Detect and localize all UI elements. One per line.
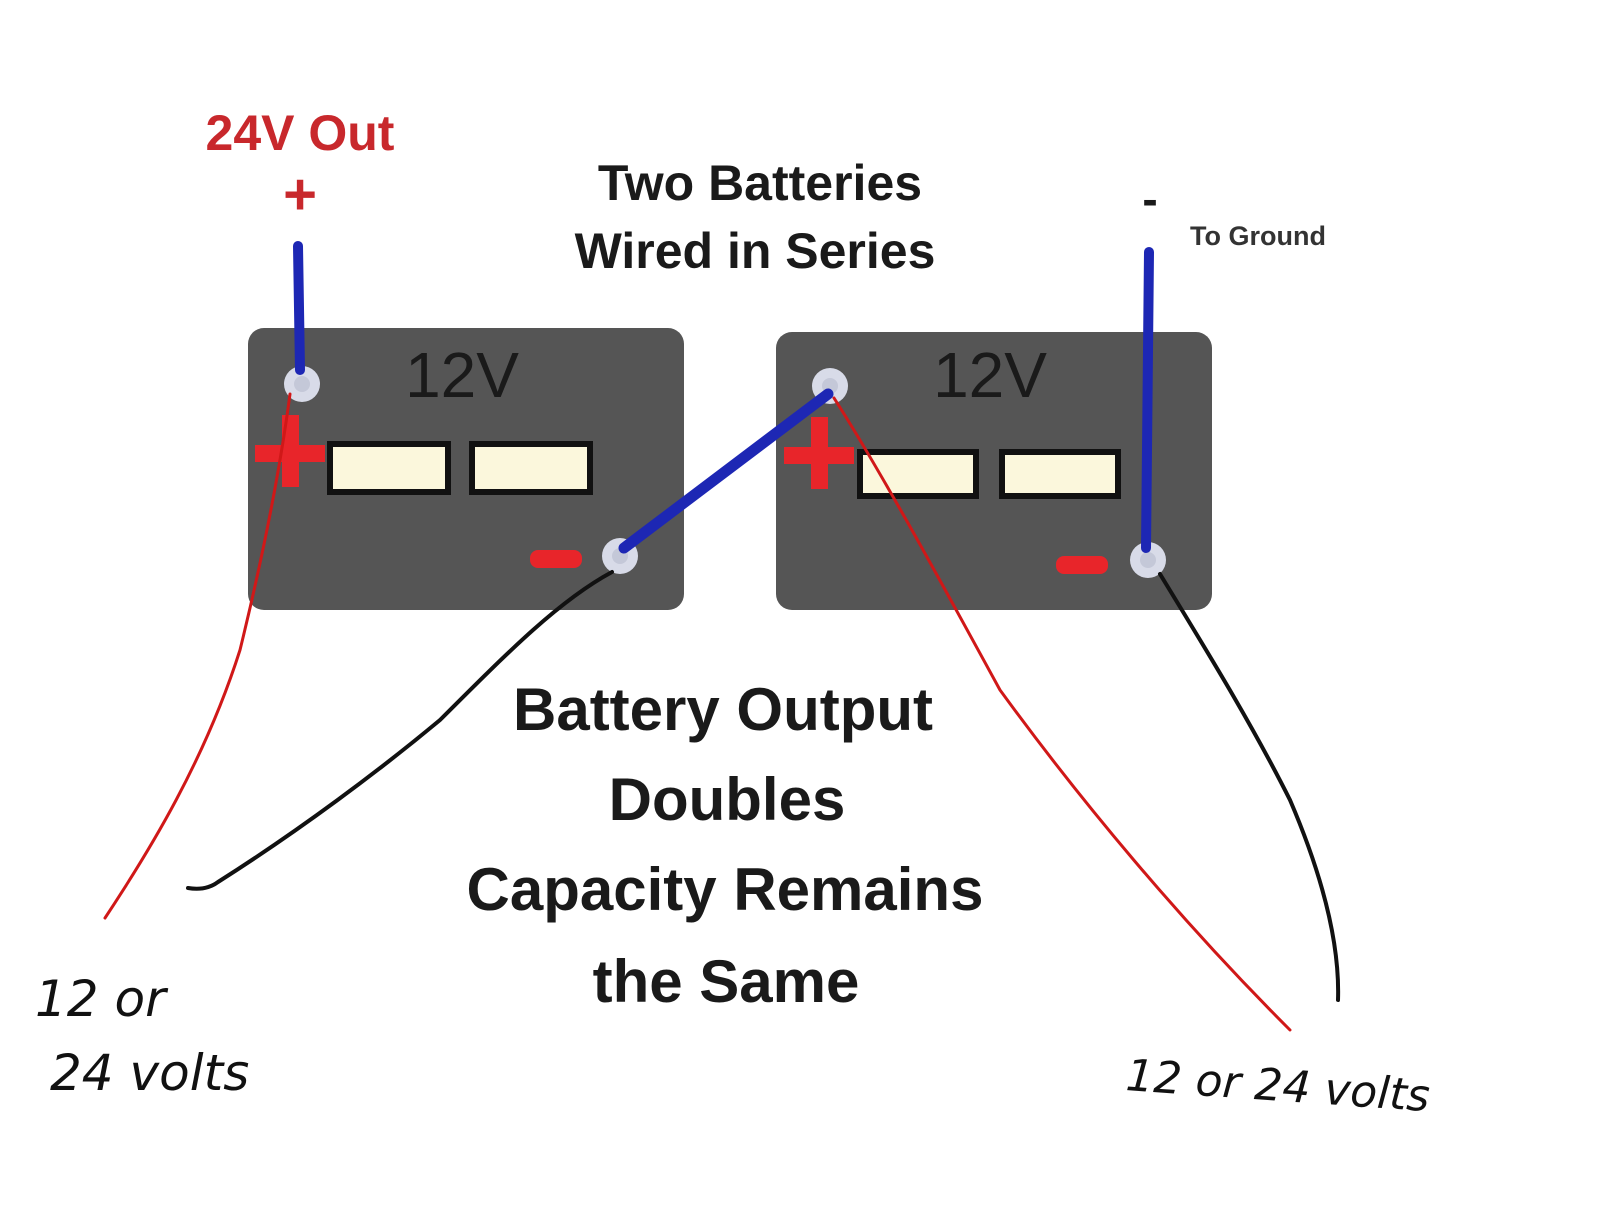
ground-label: To Ground [1190,221,1326,251]
hand-black-probe-left [186,570,614,891]
battery-left-plus-mark [255,415,325,487]
series-jumper-wire [618,388,834,554]
battery-left: 12V [248,328,684,610]
output-voltage-label: 24V Out [206,105,395,161]
battery-right-cell-1 [857,449,979,499]
positive-output-sign: + [283,162,317,227]
hand-red-probe-left [103,392,292,920]
hand-note-left-line1: 12 or [35,970,169,1028]
battery-right-body [776,332,1212,610]
battery-left-cell-1 [327,441,451,495]
battery-left-body [248,328,684,610]
hand-black-probe-right [1158,572,1341,1002]
positive-output-wire [293,241,305,375]
battery-right-voltage: 12V [933,339,1047,411]
caption-line4: the Same [593,948,860,1015]
battery-right-plus-mark [784,417,854,489]
battery-right: 12V [776,332,1212,610]
hand-red-probe-right [832,396,1292,1032]
diagram-title-line2: Wired in Series [575,223,936,279]
diagram-title-line1: Two Batteries [598,155,922,211]
battery-right-cell-2 [999,449,1121,499]
battery-left-minus-mark [530,550,582,568]
caption-line2: Doubles [609,766,846,833]
hand-note-left-line2: 24 volts [50,1044,249,1102]
ground-wire [1141,247,1154,553]
negative-output-sign: - [1142,173,1157,225]
caption-line1: Battery Output [513,676,933,743]
battery-left-cell-2 [469,441,593,495]
battery-right-minus-mark [1056,556,1108,574]
caption-line3: Capacity Remains [467,856,984,923]
battery-left-voltage: 12V [405,339,519,411]
